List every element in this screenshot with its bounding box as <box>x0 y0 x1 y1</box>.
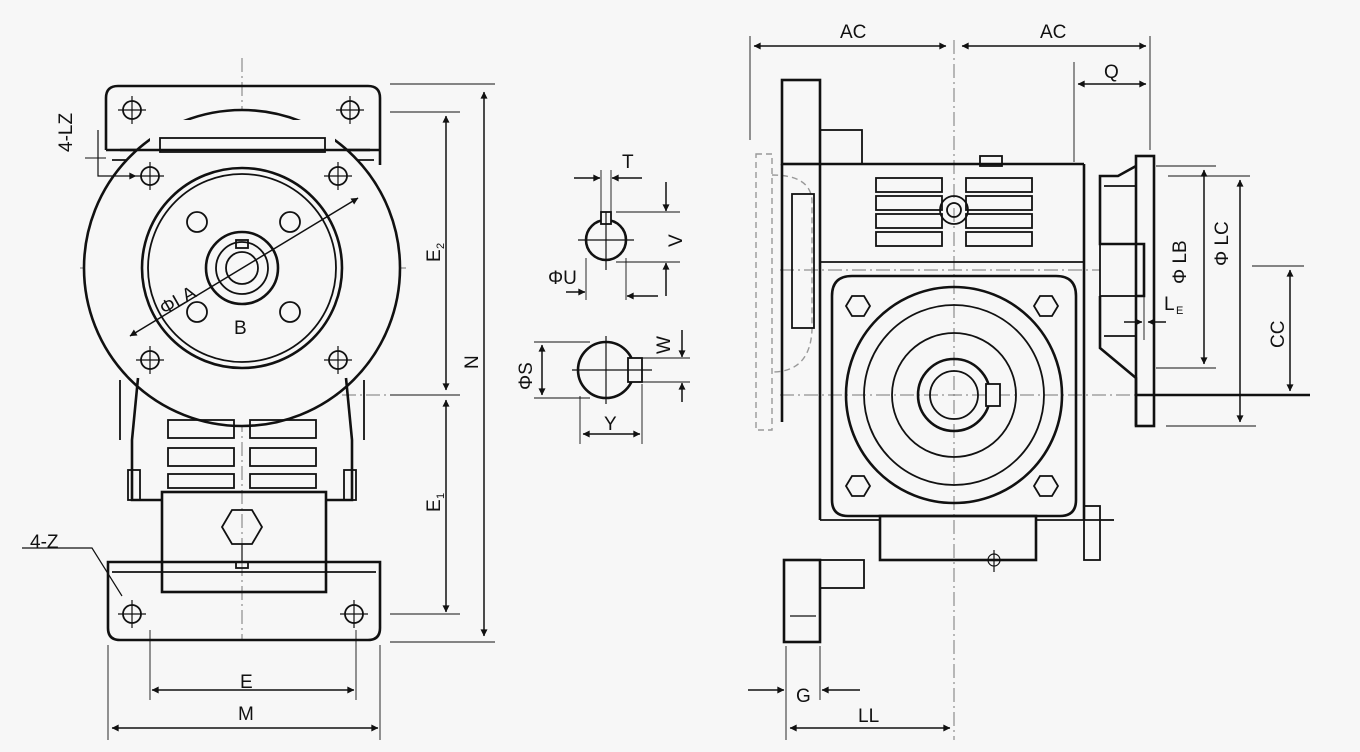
label-t: T <box>622 152 634 173</box>
label-cc: CC <box>1268 321 1289 348</box>
label-e2: E <box>424 249 445 262</box>
label-le-sub: E <box>1176 305 1183 317</box>
bolt-hole-top-left <box>118 96 146 124</box>
label-y: Y <box>604 414 617 435</box>
label-ac-left: AC <box>840 22 866 43</box>
side-foot <box>782 558 865 644</box>
label-s: ΦS <box>516 362 537 390</box>
front-view: 4-LZ 4-Z ΦLA B E M N E 2 E 1 <box>22 58 495 740</box>
hollow-shaft-section: T V ΦU <box>548 152 687 300</box>
gearbox-housing <box>818 155 1114 572</box>
label-lc: Φ LC <box>1212 221 1233 266</box>
label-w: W <box>654 336 675 354</box>
label-q: Q <box>1104 62 1119 83</box>
base-plate <box>106 560 382 642</box>
label-b: B <box>234 318 247 339</box>
label-e1: E <box>424 499 445 512</box>
label-m: M <box>238 704 254 725</box>
label-4-z: 4-Z <box>30 532 59 553</box>
keyway-details: T V ΦU W ΦS <box>516 152 690 444</box>
label-lb: Φ LB <box>1170 240 1191 284</box>
flange-bolt-holes <box>136 162 352 374</box>
gear-body <box>119 377 365 594</box>
label-le: L <box>1164 294 1175 315</box>
label-g: G <box>796 686 811 707</box>
bolt-hole-top-right <box>336 96 364 124</box>
label-e1-sub: 1 <box>435 493 447 499</box>
label-n: N <box>462 355 483 369</box>
input-flange <box>1098 154 1310 428</box>
motor-adapter <box>780 78 863 422</box>
label-v: V <box>666 234 687 247</box>
label-4-lz: 4-LZ <box>56 113 77 152</box>
label-e2-sub: 2 <box>435 243 447 249</box>
label-ac-right: AC <box>1040 22 1066 43</box>
side-view: AC AC Q Φ LB Φ LC L E CC G LL <box>748 22 1310 740</box>
label-u: ΦU <box>548 268 577 289</box>
label-e: E <box>240 672 253 693</box>
solid-shaft-section: W ΦS Y <box>516 330 690 444</box>
label-ll: LL <box>858 706 879 727</box>
